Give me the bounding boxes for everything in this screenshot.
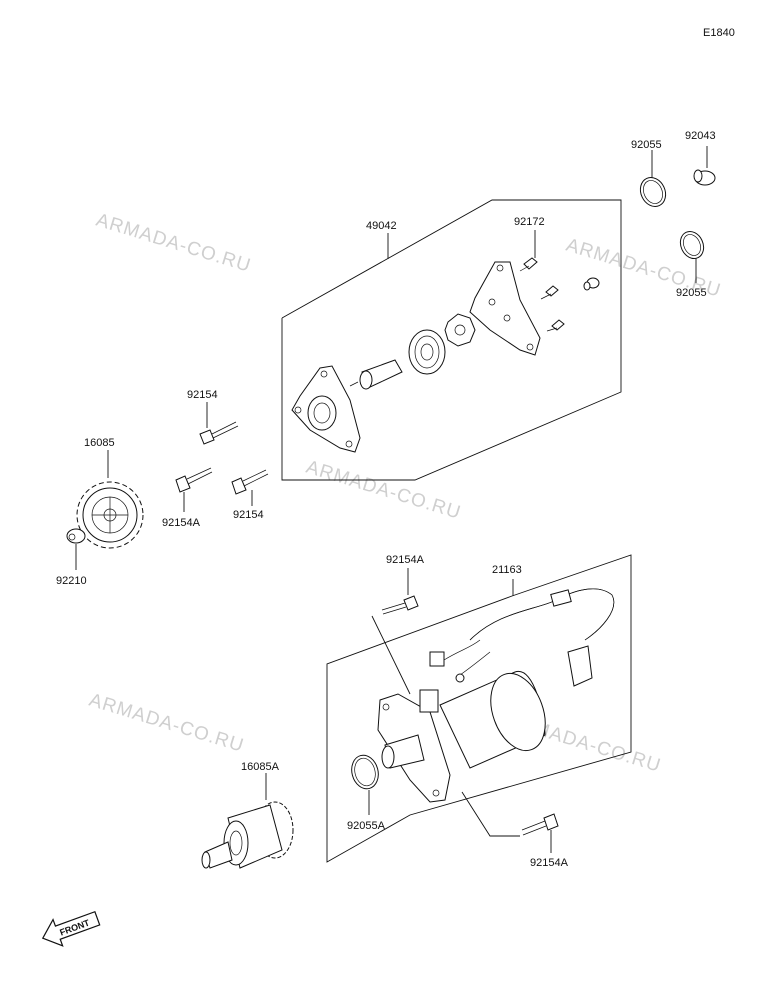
part-92055A-ring[interactable] — [348, 752, 382, 815]
watermarks: ARMADA-CO.RU ARMADA-CO.RU ARMADA-CO.RU A… — [87, 210, 724, 777]
part-92154-bolt-a[interactable] — [199, 402, 239, 445]
label-92043: 92043 — [685, 130, 716, 142]
part-92154A-bolt-b[interactable] — [371, 568, 419, 695]
front-arrow-icon: FRONT — [41, 910, 101, 947]
part-16085A-starter-clutch[interactable] — [201, 773, 294, 869]
part-gear-ring[interactable] — [408, 329, 446, 375]
part-mounting-plate[interactable] — [469, 261, 541, 356]
label-49042: 49042 — [366, 220, 397, 232]
part-92210-nut[interactable] — [66, 528, 86, 570]
assembly-box-21163 — [326, 554, 632, 863]
part-92043-cap[interactable] — [693, 146, 716, 186]
part-bracket-cover[interactable] — [291, 365, 361, 453]
part-92154A-bolt-c[interactable] — [461, 791, 559, 853]
part-92055-ring-mid[interactable] — [676, 228, 708, 283]
part-starter-motor[interactable] — [377, 666, 555, 803]
part-92055-ring-top[interactable] — [636, 150, 670, 211]
label-92210: 92210 — [56, 575, 87, 587]
watermark-1: ARMADA-CO.RU — [94, 210, 254, 277]
part-wiring-harness[interactable] — [429, 588, 615, 687]
part-shaft[interactable] — [349, 359, 403, 390]
label-92154A-b: 92154A — [386, 554, 425, 566]
label-92172: 92172 — [514, 216, 545, 228]
label-92154-a: 92154 — [187, 389, 218, 401]
label-16085: 16085 — [84, 437, 115, 449]
part-92154A-bolt-a[interactable] — [175, 467, 213, 512]
label-92055A: 92055A — [347, 820, 386, 832]
label-92154-b: 92154 — [233, 509, 264, 521]
part-gear-small[interactable] — [444, 313, 476, 347]
part-16085-sprocket[interactable] — [76, 450, 144, 549]
label-16085A: 16085A — [241, 761, 280, 773]
watermark-4: ARMADA-CO.RU — [87, 690, 247, 757]
part-92172-screws[interactable] — [519, 230, 600, 332]
label-92154A-c: 92154A — [530, 857, 569, 869]
assembly-box-49042 — [281, 199, 622, 481]
label-21163: 21163 — [492, 564, 522, 576]
label-92055-mid: 92055 — [676, 287, 707, 299]
diagram-code: E1840 — [703, 27, 735, 39]
part-92154-bolt-b[interactable] — [231, 469, 269, 506]
watermark-3: ARMADA-CO.RU — [304, 457, 464, 524]
label-92154A-a: 92154A — [162, 517, 201, 529]
label-92055-top: 92055 — [631, 139, 662, 151]
